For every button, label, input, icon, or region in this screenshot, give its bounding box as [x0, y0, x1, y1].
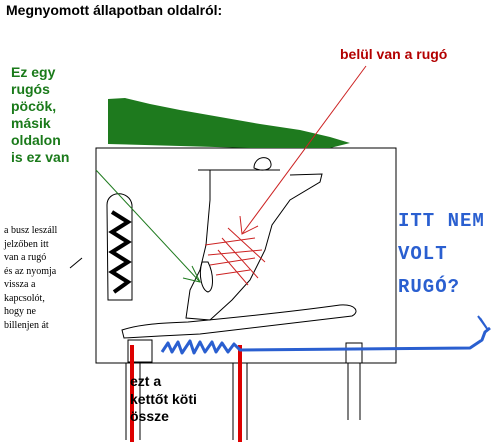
- spring-housing: [106, 193, 133, 301]
- green-annotation: Ez egy rugós pöcök, másik oldalon is ez …: [11, 64, 70, 165]
- black-annotation: a busz leszáll jelzőben itt van a rugó é…: [4, 225, 58, 331]
- blue-arrowhead: [477, 315, 489, 331]
- red-scribble-spring: [204, 227, 266, 286]
- rocker-lever: [108, 98, 350, 148]
- blue-spring-scribble: [160, 326, 491, 355]
- plunger-tip: [199, 261, 213, 293]
- red-annotation: belül van a rugó: [340, 46, 448, 62]
- spring-coil: [108, 210, 132, 294]
- left-contact-block: [127, 339, 153, 363]
- red-pointer-line: [241, 65, 367, 235]
- bottom-annotation: ezt a kettőt köti össze: [130, 373, 197, 424]
- green-pointer-line: [95, 169, 201, 283]
- diagram-title: Megnyomott állapotban oldalról:: [6, 2, 223, 18]
- contact-strip: [121, 304, 357, 339]
- pin-right-top: [345, 342, 363, 364]
- green-arrowhead: [182, 265, 201, 283]
- pivot-knob: [253, 157, 272, 171]
- black-pointer-line: [69, 257, 83, 269]
- blue-annotation: ITT NEM VOLT RUGÓ?: [398, 210, 485, 298]
- red-arrowhead: [239, 215, 259, 235]
- switch-housing: [95, 147, 397, 364]
- plunger-body: [185, 170, 323, 321]
